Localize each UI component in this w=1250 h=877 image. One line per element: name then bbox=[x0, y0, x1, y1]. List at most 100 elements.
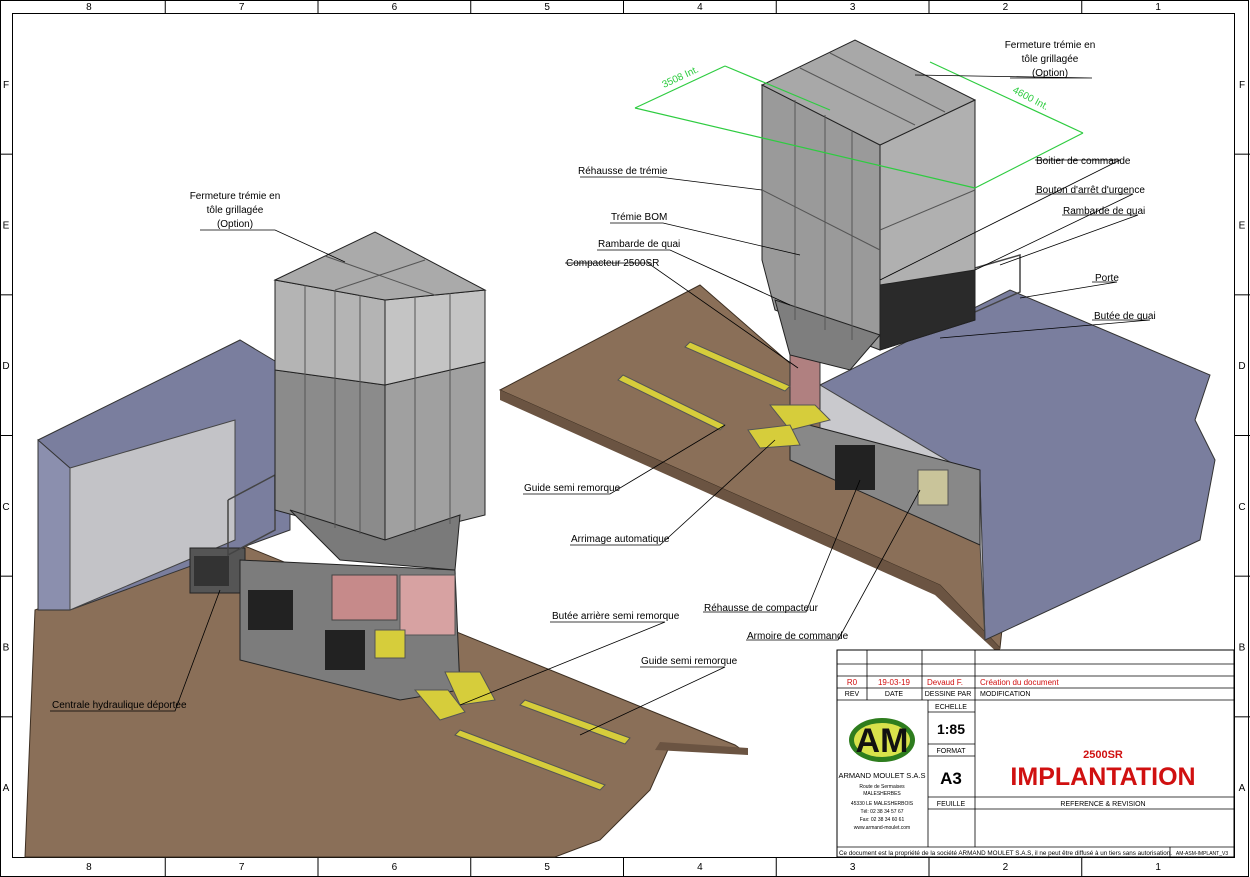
label-compacteur: Compacteur 2500SR bbox=[566, 258, 659, 269]
grid-col-label-bottom: 4 bbox=[697, 862, 703, 873]
leader-lines bbox=[50, 74, 1151, 736]
grid-col-label-bottom: 3 bbox=[850, 862, 856, 873]
right-fermeture-line2: tôle grillagée bbox=[1022, 54, 1079, 65]
label-guide-right: Guide semi remorque bbox=[524, 483, 621, 494]
right-compactor-window bbox=[835, 445, 875, 490]
grid-col-label-bottom: 5 bbox=[544, 862, 550, 873]
hydraulic-unit-vent bbox=[194, 556, 229, 586]
company-line-5: Fax: 02 38 34 60 61 bbox=[860, 817, 905, 823]
grid-col-label-top: 5 bbox=[544, 2, 550, 13]
grid-row-label-right: B bbox=[1239, 643, 1246, 654]
left-fermeture-line1: Fermeture trémie en bbox=[190, 191, 281, 202]
left-floor bbox=[24, 539, 747, 858]
ownership-notice: Ce document est la propriété de la socié… bbox=[839, 850, 1172, 857]
label-arrimage: Arrimage automatique bbox=[571, 534, 670, 545]
grid-col-label-top: 8 bbox=[86, 2, 92, 13]
grid-row-label-right: A bbox=[1239, 783, 1246, 794]
right-hopper-top bbox=[760, 39, 977, 146]
am-logo: AM bbox=[849, 718, 915, 762]
left-railing bbox=[227, 473, 276, 557]
grid-row-label-right: C bbox=[1238, 502, 1245, 513]
grid-col-label-bottom: 1 bbox=[1155, 862, 1161, 873]
right-armoire bbox=[917, 469, 949, 506]
feuille-label: FEUILLE bbox=[937, 801, 966, 808]
grid-col-label-top: 7 bbox=[239, 2, 245, 13]
header-rev: REV bbox=[845, 691, 860, 698]
grid-row-label-left: E bbox=[3, 221, 10, 232]
label-butee-arriere: Butée arrière semi remorque bbox=[552, 611, 680, 622]
logo-text: AM bbox=[856, 722, 909, 760]
grid-col-label-bottom: 2 bbox=[1003, 862, 1009, 873]
grid-col-label-top: 4 bbox=[697, 2, 703, 13]
grid-col-label-top: 1 bbox=[1155, 2, 1161, 13]
format-label: FORMAT bbox=[936, 748, 966, 755]
left-guide-2 bbox=[519, 699, 631, 745]
left-floor-edge bbox=[655, 742, 748, 755]
rev-modification: Création du document bbox=[980, 678, 1059, 687]
label-rehausse-compacteur: Réhausse de compacteur bbox=[704, 603, 819, 614]
left-fermeture-line3: (Option) bbox=[217, 219, 253, 230]
grid-col-label-top: 3 bbox=[850, 2, 856, 13]
format-value: A3 bbox=[940, 769, 962, 788]
grid-row-label-left: C bbox=[2, 502, 9, 513]
label-porte: Porte bbox=[1095, 273, 1119, 284]
left-hopper-top bbox=[273, 231, 487, 301]
rev-value: R0 bbox=[847, 678, 858, 687]
header-date: DATE bbox=[885, 691, 903, 698]
left-compactor-pink-2 bbox=[331, 574, 398, 621]
grid-row-label-left: D bbox=[2, 361, 9, 372]
drawing-number: AM-ASM-IMPLANT_V3 bbox=[1176, 851, 1228, 857]
grid-row-label-right: E bbox=[1239, 221, 1246, 232]
label-guide-left: Guide semi remorque bbox=[641, 656, 738, 667]
company-line-4: Tél: 02 38 34 57 67 bbox=[860, 809, 903, 815]
right-yellow-block bbox=[768, 404, 831, 431]
left-view bbox=[24, 231, 748, 858]
left-hopper-right-face bbox=[384, 361, 486, 541]
left-yellow-block bbox=[374, 629, 406, 659]
right-railing bbox=[974, 254, 1021, 313]
left-compactor-window bbox=[248, 590, 293, 630]
left-butee-1 bbox=[413, 689, 466, 721]
left-hopper-left-face bbox=[274, 369, 386, 541]
grid-row-label-right: F bbox=[1239, 80, 1245, 91]
header-modification: MODIFICATION bbox=[980, 691, 1030, 698]
right-floor-edge bbox=[500, 390, 1000, 655]
left-dock-opening bbox=[69, 419, 236, 611]
left-compactor-pink bbox=[399, 574, 456, 636]
grid-row-label-left: F bbox=[3, 80, 9, 91]
grid-col-label-bottom: 8 bbox=[86, 862, 92, 873]
right-view bbox=[498, 39, 1216, 655]
label-armoire: Armoire de commande bbox=[747, 631, 849, 642]
drawing-title: IMPLANTATION bbox=[1010, 763, 1195, 791]
left-dock-opening-side bbox=[37, 438, 71, 611]
grid-row-label-right: D bbox=[1238, 361, 1245, 372]
left-guide-1 bbox=[454, 729, 606, 791]
company-line-2: MALESHERBES bbox=[863, 791, 901, 797]
right-porte bbox=[879, 269, 976, 351]
left-fermeture-line2: tôle grillagée bbox=[207, 205, 264, 216]
left-hopper-funnel bbox=[289, 509, 461, 571]
grid-row-label-left: B bbox=[3, 643, 10, 654]
label-rambarde-right: Rambarde de quai bbox=[1063, 206, 1145, 217]
grid-col-label-bottom: 7 bbox=[239, 862, 245, 873]
label-rehausse-tremie: Réhausse de trémie bbox=[578, 166, 668, 177]
label-butee-quai: Butée de quai bbox=[1094, 311, 1156, 322]
label-bouton-arret: Bouton d'arrêt d'urgence bbox=[1036, 185, 1145, 196]
header-dessine: DESSINE PAR bbox=[925, 691, 972, 698]
company-line-3: 45330 LE MALESHERBOIS bbox=[851, 801, 914, 807]
company-line-1: Route de Sermaises bbox=[859, 784, 905, 790]
rev-date: 19-03-19 bbox=[878, 678, 911, 687]
left-butee-2 bbox=[444, 671, 496, 706]
company-line-6: www.armand-moulet.com bbox=[854, 825, 910, 831]
right-compactor-pink bbox=[789, 354, 821, 411]
rev-author: Devaud F. bbox=[927, 678, 963, 687]
right-hopper-funnel bbox=[774, 299, 881, 371]
left-view-labels: Fermeture trémie en tôle grillagée (Opti… bbox=[52, 191, 738, 711]
grid-col-label-top: 6 bbox=[392, 2, 398, 13]
title-block: R0 19-03-19 Devaud F. Création du docume… bbox=[836, 649, 1235, 858]
grid-col-label-top: 2 bbox=[1003, 2, 1009, 13]
echelle-value: 1:85 bbox=[937, 721, 965, 737]
echelle-label: ECHELLE bbox=[935, 704, 967, 711]
